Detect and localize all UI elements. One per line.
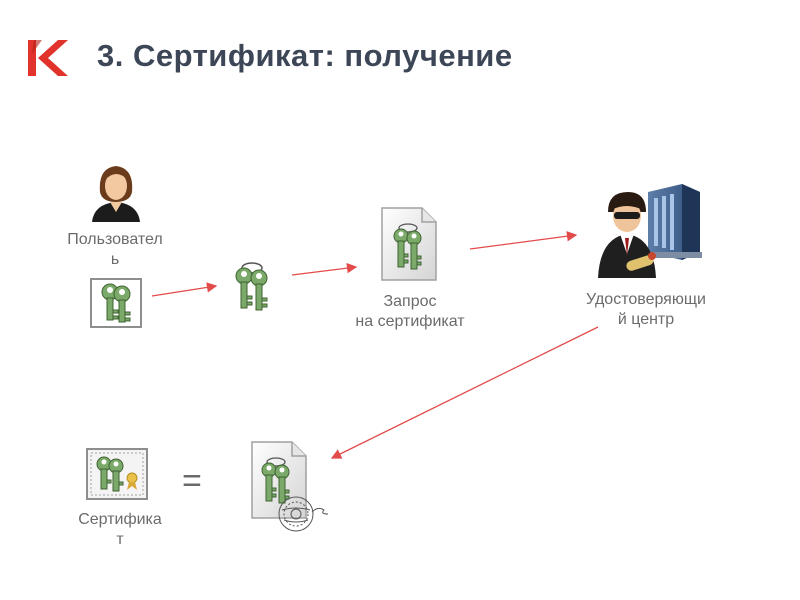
certificate-icon xyxy=(86,448,148,500)
page-title: 3. Сертификат: получение xyxy=(97,38,513,73)
ca-label-line2: й центр xyxy=(617,311,675,328)
ca-label-line1: Удостоверяющи xyxy=(586,291,706,308)
keys-icon xyxy=(235,262,268,311)
request-label-line2: на сертификат xyxy=(355,313,465,330)
equals-sign: = xyxy=(182,462,202,500)
arrow-keys-to-request xyxy=(291,262,358,276)
request-label: Запрос на сертификат xyxy=(330,292,490,332)
official-with-server-icon xyxy=(598,184,702,278)
user-label-line2: ь xyxy=(110,251,120,268)
arrow-request-to-ca xyxy=(469,231,578,250)
woman-user-icon xyxy=(92,166,140,222)
document-with-keys-icon xyxy=(381,207,437,281)
k-logo-icon xyxy=(28,40,68,76)
stamp-icon xyxy=(278,496,314,532)
certificate-label: Сертифика т xyxy=(50,510,190,550)
certificate-label-line1: Сертифика xyxy=(78,511,162,528)
user-label: Пользовател ь xyxy=(50,230,180,270)
signed-document-icon xyxy=(251,441,329,532)
keys-card-icon xyxy=(90,278,142,328)
user-label-line1: Пользовател xyxy=(67,231,163,248)
certificate-label-line2: т xyxy=(116,531,124,548)
request-label-line1: Запрос xyxy=(383,293,437,310)
arrow-user-to-keys xyxy=(151,282,218,297)
arrow-ca-to-certificate xyxy=(330,326,599,459)
ca-label: Удостоверяющи й центр xyxy=(556,290,736,330)
